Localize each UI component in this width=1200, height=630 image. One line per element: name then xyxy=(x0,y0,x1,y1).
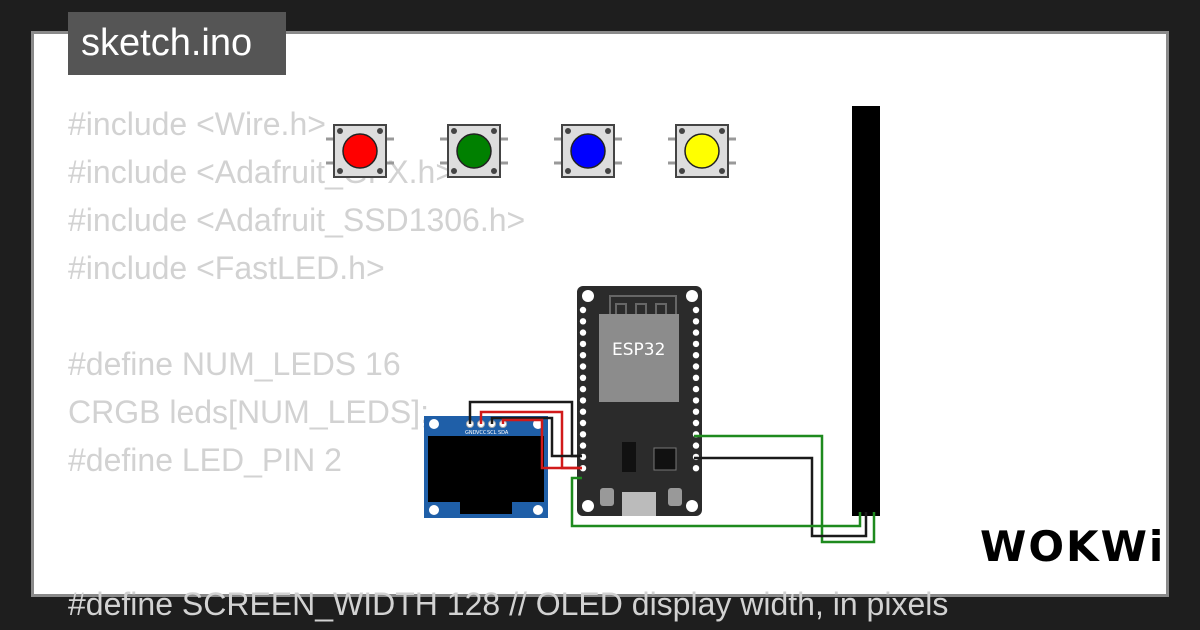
wire-gnd-strip xyxy=(694,456,868,538)
code-line: #define LED_PIN 2 xyxy=(68,442,342,478)
led-strip[interactable] xyxy=(852,106,880,516)
code-line: #define NUM_LEDS 16 xyxy=(68,346,401,382)
esp32-chip xyxy=(599,314,679,402)
code-line: #include <Adafruit_GFX.h> xyxy=(68,154,455,190)
yellow-button-cap[interactable] xyxy=(684,133,720,169)
wire-data xyxy=(694,434,876,544)
code-background: #include <Wire.h> #include <Adafruit_GFX.… xyxy=(68,100,948,628)
oled-pin-label: GND xyxy=(465,430,477,436)
oled-pin-label: SDA xyxy=(498,430,509,436)
code-line: CRGB leds[NUM_LEDS]; xyxy=(68,394,429,430)
brand-logo: WOKWi xyxy=(980,522,1166,571)
pushbutton-red[interactable] xyxy=(326,124,394,178)
oled-pin-label: SCL xyxy=(487,430,497,436)
pushbutton-yellow[interactable] xyxy=(668,124,736,178)
code-line: #include <Wire.h> xyxy=(68,106,326,142)
green-button-cap[interactable] xyxy=(456,133,492,169)
red-button-cap[interactable] xyxy=(342,133,378,169)
wire-power xyxy=(570,476,862,528)
wires xyxy=(468,400,876,544)
code-line: #include <Adafruit_SSD1306.h> xyxy=(68,202,526,238)
code-line: #include <FastLED.h> xyxy=(68,250,385,286)
wire-sda xyxy=(501,418,582,470)
esp32-board[interactable]: ESP32 xyxy=(577,286,702,516)
oled-pin-label: VCC xyxy=(476,430,487,436)
pushbutton-blue[interactable] xyxy=(554,124,622,178)
esp32-label: ESP32 xyxy=(612,340,665,360)
file-title-tab: sketch.ino xyxy=(68,12,286,75)
pushbutton-green[interactable] xyxy=(440,124,508,178)
wire-scl xyxy=(490,416,582,458)
code-line: #define SCREEN_WIDTH 128 // OLED display… xyxy=(68,586,949,622)
blue-button-cap[interactable] xyxy=(570,133,606,169)
esp32-pins[interactable] xyxy=(579,306,700,472)
